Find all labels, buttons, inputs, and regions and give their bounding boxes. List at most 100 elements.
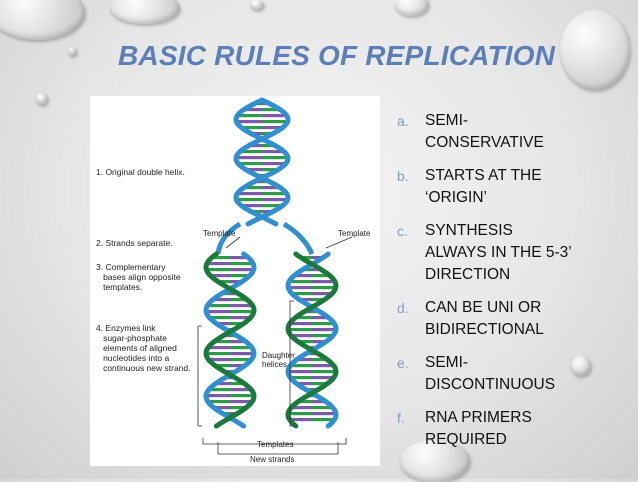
base-pair (248, 144, 262, 148)
dna-helix-illustration (197, 97, 353, 455)
slide-title: BASIC RULES OF REPLICATION (118, 40, 556, 71)
base-pair (312, 334, 333, 338)
base-pair (251, 132, 262, 136)
bracket-line (217, 442, 339, 455)
base-pair (301, 256, 312, 260)
base-pair (230, 382, 245, 386)
base-pair (288, 412, 312, 416)
figure-step-2: 2. Strands separate. (96, 238, 173, 248)
base-pair (215, 382, 230, 386)
base-pair (207, 304, 230, 308)
base-pair (230, 280, 242, 284)
base-pair (243, 186, 262, 190)
rule-item: a. SEMI- CONSERVATIVE (397, 110, 627, 154)
base-pair (312, 382, 327, 386)
rule-text: STARTS AT THE ‘ORIGIN’ (425, 167, 542, 206)
base-pair (236, 156, 262, 160)
base-pair (262, 144, 276, 148)
rule-text: CAN BE UNI OR BIDIRECTIONAL (425, 299, 544, 338)
fork-strand (282, 221, 315, 256)
base-pair (239, 150, 262, 154)
rule-text: SEMI- CONSERVATIVE (425, 112, 544, 151)
replication-rules-list: a.SEMI- CONSERVATIVE b.STARTS AT THE ‘OR… (397, 110, 627, 462)
base-pair (230, 340, 247, 344)
helix-strand (203, 251, 257, 429)
base-pair (290, 376, 312, 380)
base-pair (262, 156, 288, 160)
base-pair (206, 394, 230, 398)
base-pair (312, 400, 327, 404)
base-pair (262, 198, 288, 202)
base-pair (230, 262, 254, 266)
rule-marker: d. (397, 300, 409, 316)
base-pair (312, 256, 323, 260)
fork-strand (215, 221, 242, 255)
base-pair (230, 322, 243, 326)
base-pair (312, 340, 326, 344)
base-pair (312, 316, 330, 320)
base-pair (312, 358, 328, 362)
base-pair (300, 298, 312, 302)
base-pair (312, 418, 335, 422)
base-pair (237, 114, 262, 118)
base-pair (230, 298, 248, 302)
base-pair (312, 406, 334, 410)
base-pair (209, 316, 230, 320)
base-pair (291, 334, 312, 338)
base-pair (262, 192, 287, 196)
rule-item: e.SEMI- DISCONTINUOUS (397, 352, 627, 396)
figure-step-4: 4. Enzymes link sugar-phosphate elements… (96, 323, 191, 373)
base-pair (262, 186, 281, 190)
base-pair (290, 364, 312, 368)
base-pair (230, 400, 252, 404)
rule-text: SYNTHESIS ALWAYS IN THE 5-3’ DIRECTION (425, 222, 572, 283)
base-pair (262, 204, 283, 208)
base-pair (312, 328, 336, 332)
bracket-line (197, 325, 202, 427)
base-pair (207, 346, 230, 350)
water-droplet-decoration (571, 356, 591, 376)
bracket-line (202, 438, 347, 445)
base-pair (230, 394, 254, 398)
base-pair (236, 120, 262, 124)
base-pair (312, 274, 331, 278)
base-pair (230, 316, 251, 320)
water-droplet-decoration (0, 0, 85, 40)
base-pair (312, 364, 334, 368)
base-pair (230, 268, 254, 272)
base-pair (290, 406, 312, 410)
helix-strand (285, 251, 339, 429)
base-pair (297, 400, 312, 404)
base-pair (213, 340, 230, 344)
helix-strand (203, 251, 257, 429)
base-pair (241, 204, 262, 208)
base-pair (208, 388, 230, 392)
dna-replication-figure: 1. Original double helix. 2. Strands sep… (90, 96, 380, 466)
base-pair (312, 286, 336, 290)
figure-step-3: 3. Complementary bases align opposite te… (96, 262, 181, 292)
base-pair (296, 358, 312, 362)
figure-step-1: 1. Original double helix. (96, 167, 185, 177)
base-pair (236, 198, 262, 202)
rule-marker: a. (397, 113, 409, 129)
base-pair (241, 126, 262, 130)
base-pair (238, 162, 262, 166)
base-pair (262, 132, 273, 136)
water-droplet-decoration (68, 47, 77, 56)
label-template-left: Template (203, 229, 236, 238)
base-pair (289, 322, 312, 326)
water-droplet-decoration (36, 93, 48, 105)
rule-item: f.RNA PRIMERS REQUIRED (397, 407, 627, 451)
base-pair (218, 280, 230, 284)
base-pair (298, 340, 312, 344)
base-pair (230, 364, 245, 368)
base-pair (312, 412, 336, 416)
base-pair (215, 364, 230, 368)
base-pair (230, 352, 254, 356)
base-pair (312, 370, 336, 374)
base-pair (288, 370, 312, 374)
rule-marker: c. (397, 223, 408, 239)
base-pair (246, 168, 262, 172)
rule-text: SEMI- DISCONTINUOUS (425, 354, 556, 393)
base-pair (230, 346, 253, 350)
